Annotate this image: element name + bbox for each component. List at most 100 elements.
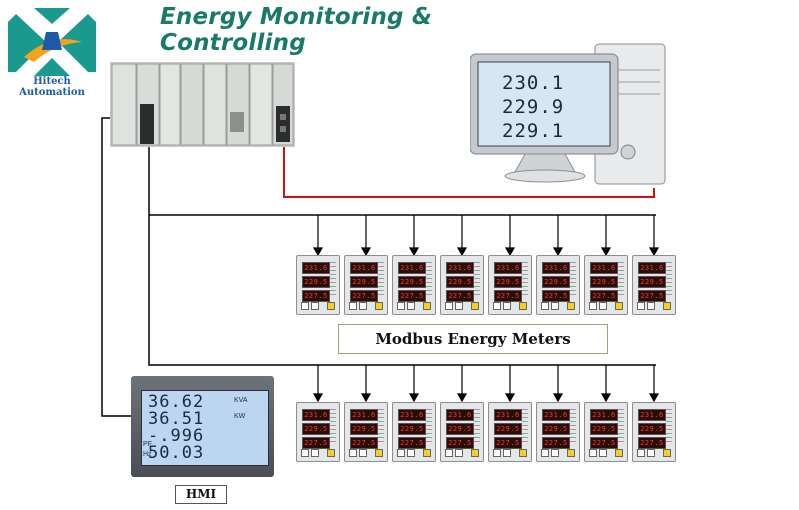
meter-display: 229.5 xyxy=(350,276,378,288)
meter-button[interactable] xyxy=(471,449,479,457)
meter-button[interactable] xyxy=(519,449,527,457)
meter-reading: 229.5 xyxy=(496,425,520,433)
meter-button[interactable] xyxy=(637,449,645,457)
meter-button[interactable] xyxy=(327,302,335,310)
meter-reading: 227.5 xyxy=(304,292,328,300)
meter-button[interactable] xyxy=(541,449,549,457)
meter-button[interactable] xyxy=(423,302,431,310)
meter-button[interactable] xyxy=(445,302,453,310)
meter-display: 229.5 xyxy=(638,276,666,288)
meter-unit-leds xyxy=(522,262,528,296)
meter-display: 231.6 xyxy=(494,409,522,421)
meter-display: 231.6 xyxy=(590,262,618,274)
meter-reading: 229.5 xyxy=(592,425,616,433)
meter-button[interactable] xyxy=(551,302,559,310)
meter-button[interactable] xyxy=(567,302,575,310)
meter-button[interactable] xyxy=(615,449,623,457)
meter-display: 229.5 xyxy=(302,423,330,435)
meter-unit-leds xyxy=(666,262,672,296)
meter-display: 231.6 xyxy=(446,262,474,274)
meter-button[interactable] xyxy=(301,449,309,457)
meter-button[interactable] xyxy=(349,449,357,457)
meter-display: 227.5 xyxy=(590,290,618,302)
meter-button[interactable] xyxy=(359,449,367,457)
meter-button[interactable] xyxy=(407,449,415,457)
meter-button[interactable] xyxy=(359,302,367,310)
meter-unit-leds xyxy=(378,409,384,443)
meter-display: 231.6 xyxy=(638,409,666,421)
meter-button[interactable] xyxy=(311,302,319,310)
meter-button[interactable] xyxy=(423,449,431,457)
meter-button[interactable] xyxy=(349,302,357,310)
meter-button[interactable] xyxy=(301,302,309,310)
meter-button[interactable] xyxy=(567,449,575,457)
meter-button[interactable] xyxy=(541,302,549,310)
meter-button[interactable] xyxy=(311,449,319,457)
meter-button[interactable] xyxy=(375,449,383,457)
meter-button[interactable] xyxy=(407,302,415,310)
plc-rack xyxy=(110,62,295,147)
bus-lower-wire xyxy=(148,115,656,366)
meter-button[interactable] xyxy=(445,449,453,457)
meter-button[interactable] xyxy=(503,449,511,457)
meter-unit-leds xyxy=(666,409,672,443)
meter-button[interactable] xyxy=(589,302,597,310)
meter-button[interactable] xyxy=(599,302,607,310)
meter-reading: 229.5 xyxy=(448,278,472,286)
meter-button[interactable] xyxy=(599,449,607,457)
meter-display: 229.5 xyxy=(446,276,474,288)
meter-button[interactable] xyxy=(375,302,383,310)
meter-display: 229.5 xyxy=(494,423,522,435)
meter-reading: 231.6 xyxy=(304,411,328,419)
meter-button[interactable] xyxy=(471,302,479,310)
meter-button[interactable] xyxy=(327,449,335,457)
meter-button[interactable] xyxy=(519,302,527,310)
meter-reading: 231.6 xyxy=(352,411,376,419)
hmi-unit-1: KVA xyxy=(234,397,248,404)
hmi-reading-2: 36.51 xyxy=(148,409,205,429)
meter-reading: 229.5 xyxy=(544,425,568,433)
meter-button[interactable] xyxy=(647,302,655,310)
meter-button[interactable] xyxy=(663,302,671,310)
meter-button[interactable] xyxy=(493,302,501,310)
meter-button[interactable] xyxy=(503,302,511,310)
meter-button[interactable] xyxy=(551,449,559,457)
plc-to-pc-wire xyxy=(283,140,655,198)
meter-button[interactable] xyxy=(647,449,655,457)
hmi-unit-4: Hz xyxy=(143,451,152,458)
meter-unit-leds xyxy=(474,409,480,443)
hmi-screen: 36.62 KVA 36.51 KW -.996 PF 50.03 Hz xyxy=(141,390,269,466)
meter-button[interactable] xyxy=(397,449,405,457)
meter-reading: 229.5 xyxy=(496,278,520,286)
meter-button[interactable] xyxy=(397,302,405,310)
lower-meter-drops xyxy=(312,365,660,403)
meter-reading: 231.6 xyxy=(592,264,616,272)
logo-text: Hitech Automation xyxy=(19,76,85,98)
meter-button[interactable] xyxy=(663,449,671,457)
meter-button[interactable] xyxy=(455,302,463,310)
meter-display: 229.5 xyxy=(638,423,666,435)
meter-button[interactable] xyxy=(493,449,501,457)
meter-button[interactable] xyxy=(615,302,623,310)
hmi-label: HMI xyxy=(185,487,217,501)
meter-reading: 231.6 xyxy=(544,264,568,272)
meter-button[interactable] xyxy=(589,449,597,457)
meter-button[interactable] xyxy=(455,449,463,457)
meter-display: 227.5 xyxy=(542,290,570,302)
meter-reading: 231.6 xyxy=(400,264,424,272)
meter-button[interactable] xyxy=(637,302,645,310)
meter-display: 231.6 xyxy=(302,262,330,274)
meter-unit-leds xyxy=(618,262,624,296)
meter-display: 229.5 xyxy=(350,423,378,435)
meter-display: 229.5 xyxy=(398,276,426,288)
meter-unit-leds xyxy=(426,262,432,296)
hmi-unit-2: KW xyxy=(234,413,246,420)
meter-display: 229.5 xyxy=(446,423,474,435)
